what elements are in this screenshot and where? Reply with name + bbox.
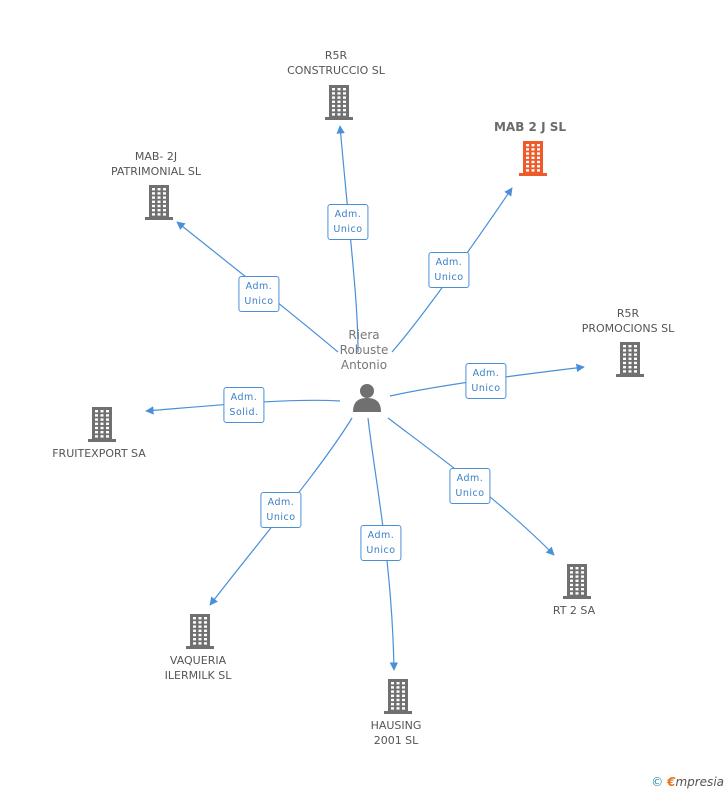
relation-label: Adm.Unico [360, 525, 402, 561]
relation-edge-r5r-construccio [336, 125, 359, 353]
company-label[interactable]: RT 2 SA [552, 604, 596, 617]
relation-label: Adm.Unico [260, 492, 302, 528]
relation-label: Adm.Unico [428, 252, 470, 288]
building-icon[interactable] [85, 406, 119, 442]
copyright-symbol: © [651, 775, 664, 789]
building-icon[interactable] [381, 678, 415, 714]
brand-name: mpresia [675, 775, 724, 789]
company-label[interactable]: MAB 2 J SL [493, 120, 567, 134]
relation-label: Adm.Unico [465, 363, 507, 399]
person-name[interactable]: Riera Robuste Antonio [339, 328, 389, 372]
person-icon[interactable] [352, 382, 382, 412]
building-icon[interactable] [613, 341, 647, 377]
building-icon[interactable] [560, 563, 594, 599]
brand-logo-letter: € [667, 775, 676, 789]
company-label[interactable]: FRUITEXPORT SA [52, 447, 146, 460]
relation-label: Adm.Unico [327, 204, 369, 240]
relation-label: Adm.Unico [449, 468, 491, 504]
brand-footer: © €mpresia [651, 775, 724, 789]
building-icon[interactable] [516, 140, 550, 176]
building-icon[interactable] [142, 184, 176, 220]
building-icon[interactable] [322, 84, 356, 120]
relation-label: Adm.Unico [238, 276, 280, 312]
building-icon[interactable] [183, 613, 217, 649]
relation-label: Adm.Solid. [223, 387, 265, 423]
